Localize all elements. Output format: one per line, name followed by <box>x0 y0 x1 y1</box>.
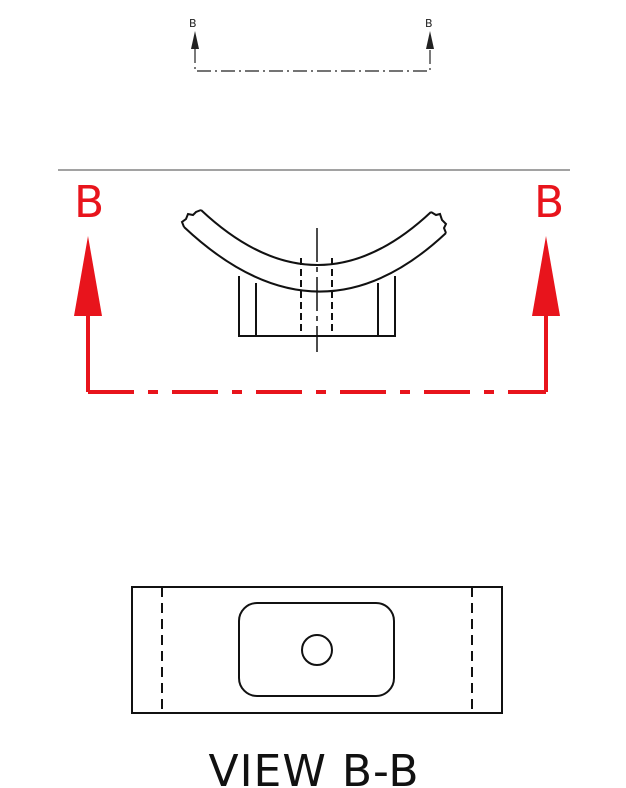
red-arrow-right-icon <box>532 236 560 316</box>
broken-end-right <box>430 211 448 234</box>
section-view[interactable] <box>131 586 503 714</box>
red-label-left: B <box>74 177 104 228</box>
small-label-right: B <box>425 17 433 30</box>
section-hidden-lines <box>161 587 473 713</box>
red-label-right: B <box>534 177 564 228</box>
hidden-hole-lines <box>300 258 333 336</box>
section-outline <box>131 586 503 714</box>
small-section-path <box>194 49 431 72</box>
small-arrow-left-icon <box>191 31 199 49</box>
saddle-outer-curve <box>183 226 447 293</box>
small-arrow-right-icon <box>426 31 434 49</box>
saddle-inner-curve <box>200 209 432 266</box>
broken-end-left <box>180 209 202 228</box>
hole-circle <box>301 634 333 666</box>
small-label-left: B <box>189 17 197 30</box>
part-profile[interactable] <box>180 209 448 337</box>
view-title: VIEW B-B <box>208 746 419 788</box>
small-section-line[interactable] <box>194 49 431 72</box>
red-section-line[interactable] <box>86 316 548 394</box>
red-arrow-left-icon <box>74 236 102 316</box>
pocket-outline <box>238 602 395 697</box>
